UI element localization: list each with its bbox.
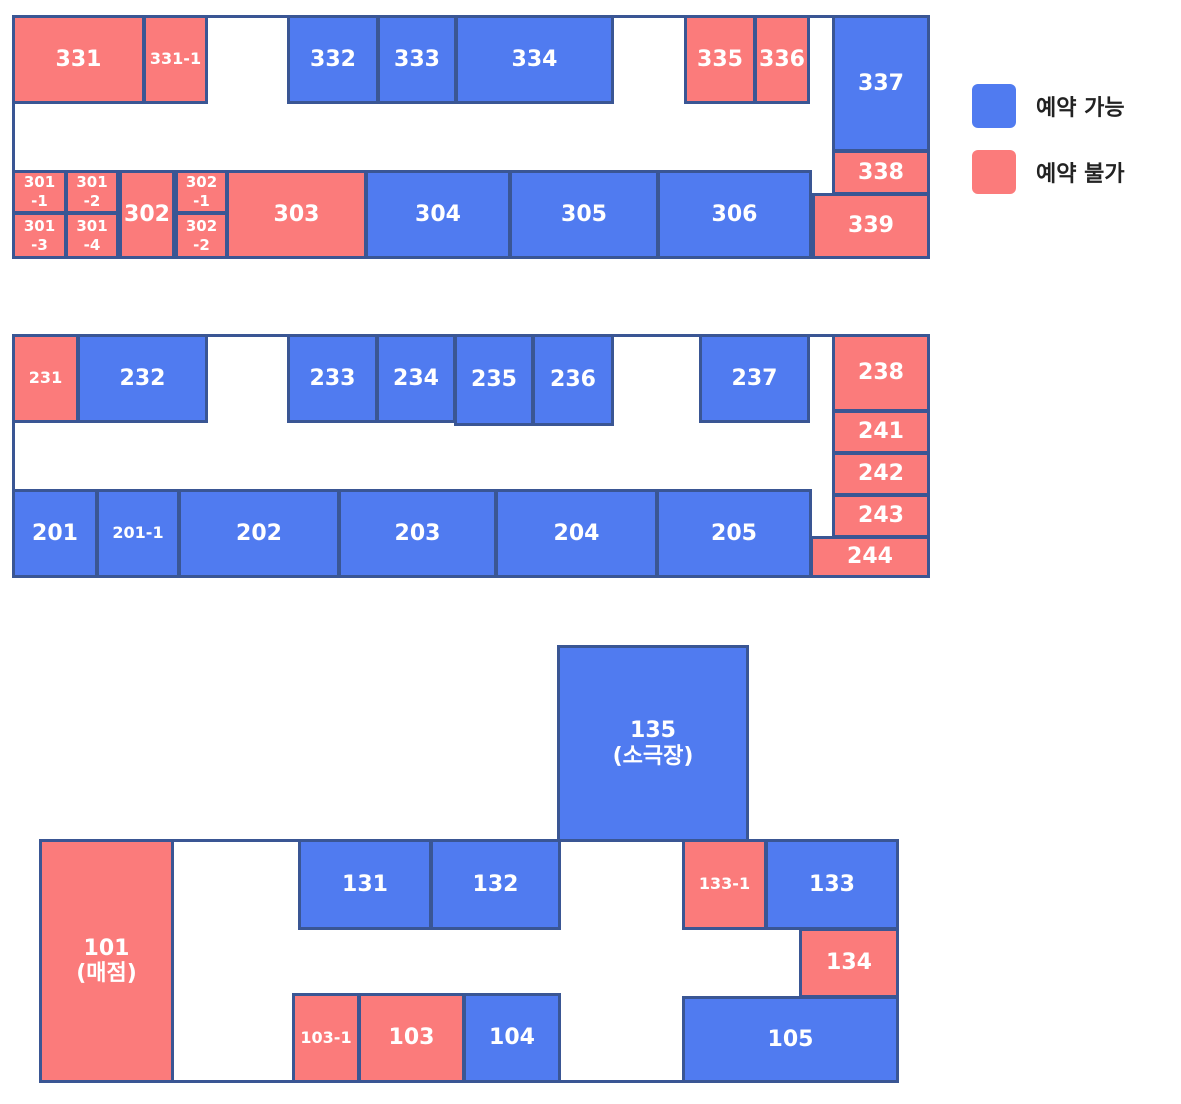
- room-331-1[interactable]: 331-1: [143, 15, 208, 104]
- room-233[interactable]: 233: [287, 334, 378, 423]
- legend-available-label: 예약 가능: [1036, 96, 1125, 121]
- room-338[interactable]: 338: [832, 150, 930, 195]
- room-133[interactable]: 133: [765, 839, 899, 930]
- room-201-1[interactable]: 201-1: [96, 489, 180, 578]
- room-301-3[interactable]: 301 -3: [12, 212, 67, 259]
- room-104[interactable]: 104: [463, 993, 561, 1083]
- room-305[interactable]: 305: [509, 170, 659, 259]
- room-234[interactable]: 234: [376, 334, 456, 423]
- room-103-1[interactable]: 103-1: [292, 993, 360, 1083]
- legend-available: 예약 가능: [972, 84, 1125, 128]
- room-132[interactable]: 132: [430, 839, 561, 930]
- room-205[interactable]: 205: [656, 489, 812, 578]
- room-231[interactable]: 231: [12, 334, 79, 423]
- room-238[interactable]: 238: [832, 334, 930, 412]
- room-301-2[interactable]: 301 -2: [65, 170, 119, 214]
- legend-unavailable-label: 예약 불가: [1036, 162, 1125, 187]
- room-101[interactable]: 101 (매점): [39, 839, 174, 1083]
- room-134[interactable]: 134: [799, 928, 899, 998]
- room-302-2[interactable]: 302 -2: [175, 212, 228, 259]
- room-304[interactable]: 304: [365, 170, 511, 259]
- room-131[interactable]: 131: [298, 839, 432, 930]
- room-236[interactable]: 236: [532, 334, 614, 426]
- legend-unavailable: 예약 불가: [972, 150, 1125, 194]
- room-334[interactable]: 334: [455, 15, 614, 104]
- room-336[interactable]: 336: [754, 15, 810, 104]
- room-201[interactable]: 201: [12, 489, 98, 578]
- room-332[interactable]: 332: [287, 15, 379, 104]
- room-133-1[interactable]: 133-1: [682, 839, 767, 930]
- room-105[interactable]: 105: [682, 996, 899, 1083]
- room-243[interactable]: 243: [832, 494, 930, 538]
- room-306[interactable]: 306: [657, 170, 812, 259]
- room-333[interactable]: 333: [377, 15, 457, 104]
- room-235[interactable]: 235: [454, 334, 534, 426]
- room-232[interactable]: 232: [77, 334, 208, 423]
- room-302-1[interactable]: 302 -1: [175, 170, 228, 214]
- room-103[interactable]: 103: [358, 993, 465, 1083]
- room-237[interactable]: 237: [699, 334, 810, 423]
- room-204[interactable]: 204: [495, 489, 658, 578]
- room-331[interactable]: 331: [12, 15, 145, 104]
- room-135[interactable]: 135 (소극장): [557, 645, 749, 842]
- room-301-1[interactable]: 301 -1: [12, 170, 67, 214]
- room-242[interactable]: 242: [832, 452, 930, 496]
- room-302[interactable]: 302: [119, 170, 175, 259]
- room-339[interactable]: 339: [812, 193, 930, 259]
- room-337[interactable]: 337: [832, 15, 930, 152]
- room-301-4[interactable]: 301 -4: [65, 212, 119, 259]
- room-202[interactable]: 202: [178, 489, 340, 578]
- room-244[interactable]: 244: [810, 536, 930, 578]
- available-swatch: [972, 84, 1016, 128]
- room-335[interactable]: 335: [684, 15, 756, 104]
- unavailable-swatch: [972, 150, 1016, 194]
- room-303[interactable]: 303: [226, 170, 367, 259]
- room-241[interactable]: 241: [832, 410, 930, 454]
- room-203[interactable]: 203: [338, 489, 497, 578]
